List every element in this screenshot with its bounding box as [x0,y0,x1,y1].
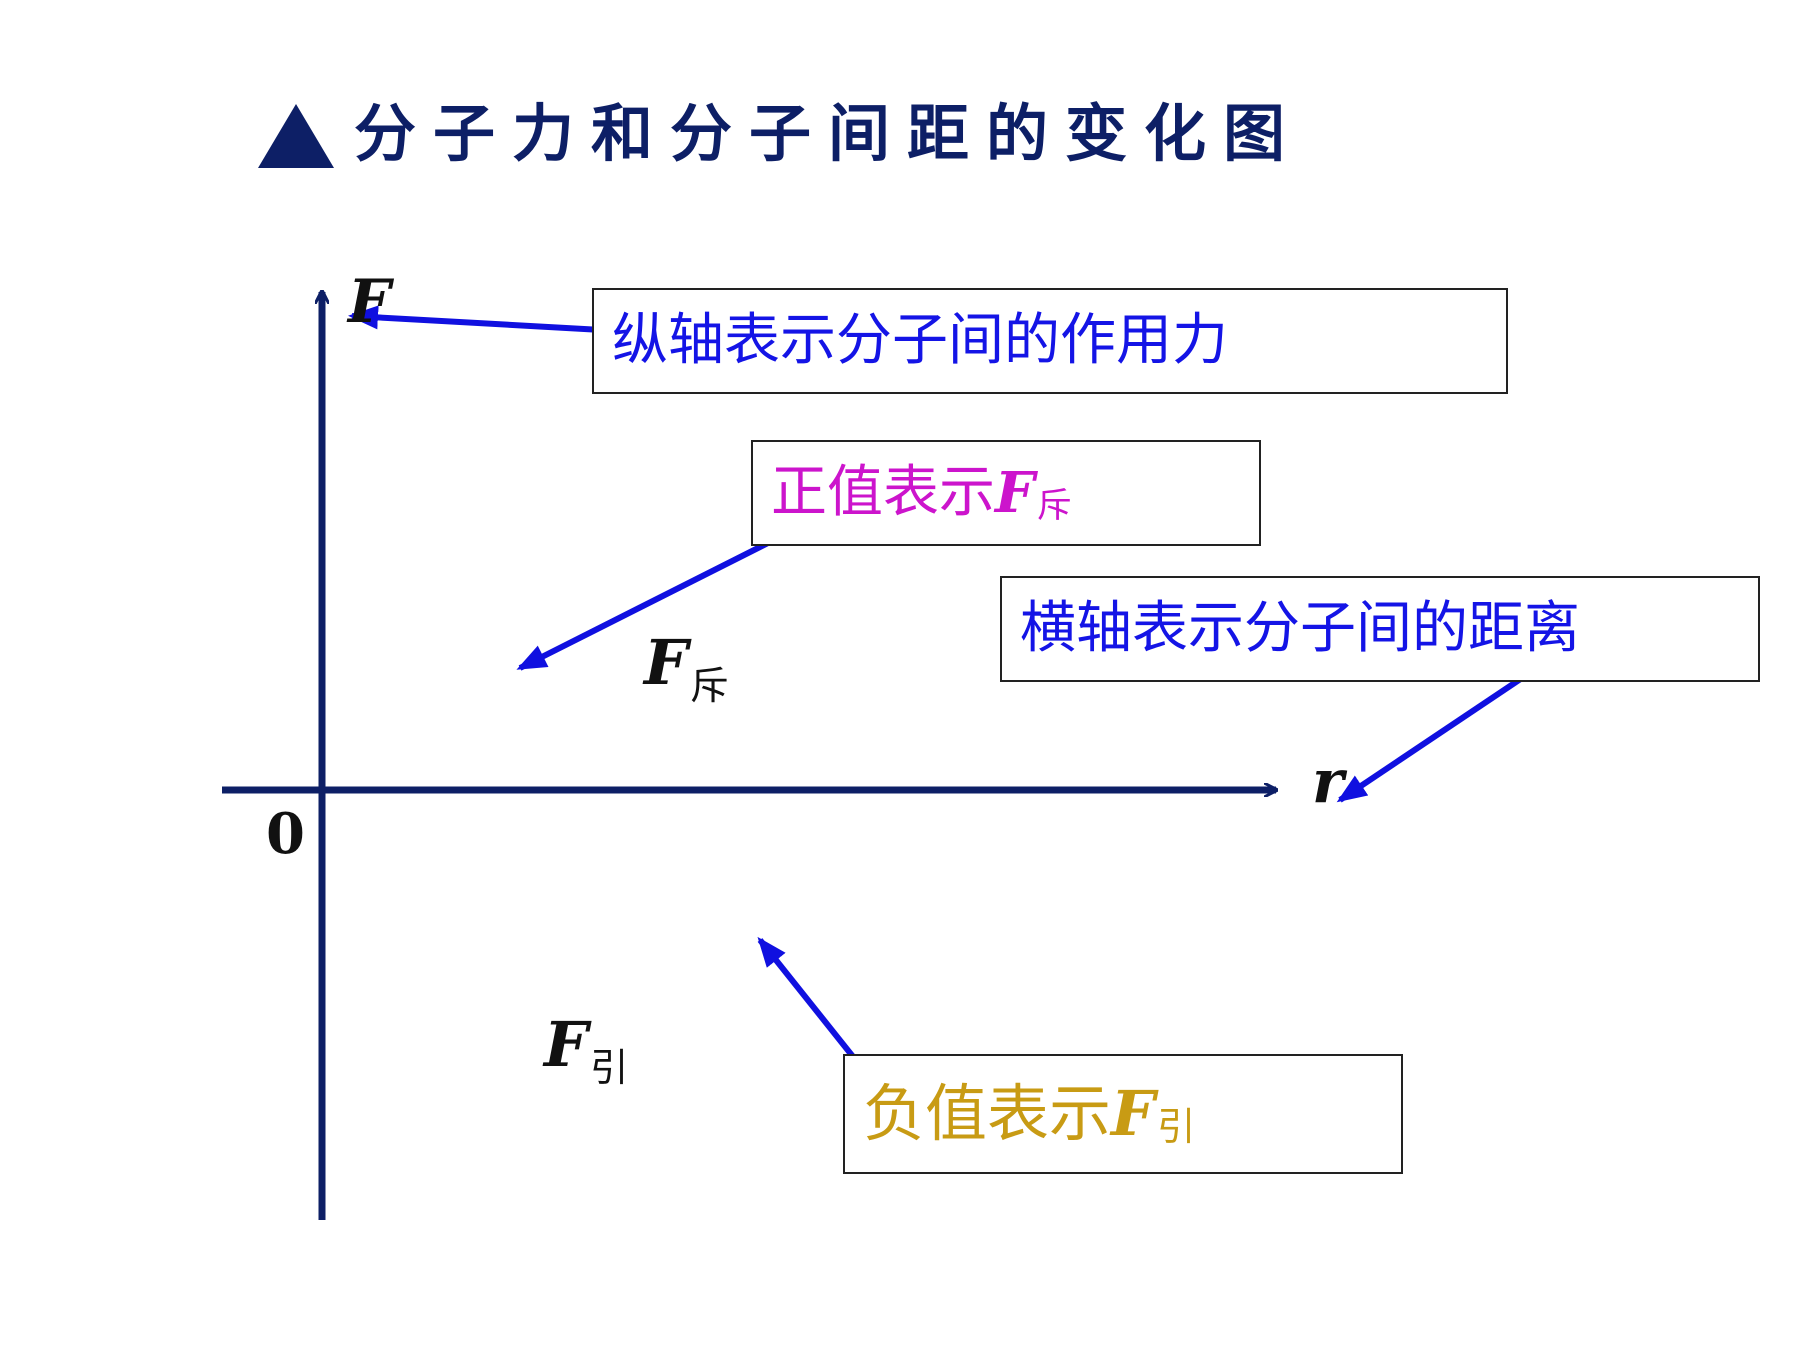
y-axis-label: F [348,267,391,337]
triangle-bullet-icon [258,104,334,168]
callout-positive-symbol: F [995,460,1035,526]
repulsive-force-subscript: 斥 [690,663,729,709]
repulsive-force-symbol: F [644,626,689,699]
arrow-to-repulsive-region [516,539,772,671]
attractive-force-label: F引 [544,1014,628,1088]
attractive-force-symbol: F [544,1008,589,1081]
callout-vertical-axis-text: 纵轴表示分子间的作用力 [612,308,1228,373]
x-axis-label: r [1312,747,1344,817]
origin-label: 0 [266,801,305,867]
slide-title: 分子力和分子间距的变化图 [258,84,1302,184]
arrow-to-x-axis-label [1336,675,1524,803]
callout-negative-text: 负值表示 [863,1077,1112,1150]
callout-vertical-axis: 纵轴表示分子间的作用力 [592,288,1508,394]
title-text: 分子力和分子间距的变化图 [354,97,1303,170]
callout-positive-subscript: 斥 [1036,485,1072,526]
attractive-force-subscript: 引 [590,1045,629,1091]
callout-horizontal-axis: 横轴表示分子间的距离 [1000,576,1760,682]
callout-horizontal-axis-text: 横轴表示分子间的距离 [1020,596,1580,661]
arrow-to-y-axis-label [348,305,603,333]
callout-positive-text: 正值表示 [771,460,995,525]
callout-negative-subscript: 引 [1157,1105,1196,1151]
callout-negative-symbol: F [1111,1077,1156,1150]
repulsive-force-label: F斥 [644,632,728,706]
